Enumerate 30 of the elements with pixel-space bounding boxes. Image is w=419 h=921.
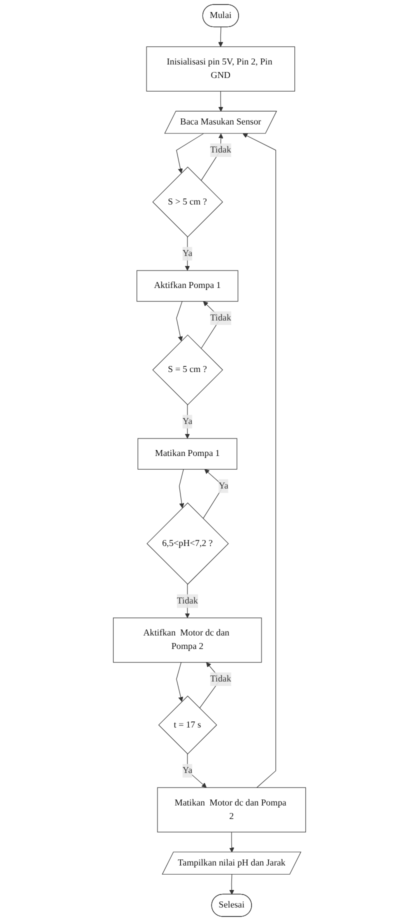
arrow — [176, 133, 204, 174]
edge-label: Tidak — [210, 313, 232, 323]
edge-label: Ya — [182, 248, 192, 258]
arrow — [184, 236, 190, 271]
node-box: Matikan Pompa 1 — [138, 438, 238, 470]
node-box: Inisialisasi pin 5V, Pin 2, Pin GND — [146, 46, 296, 92]
arrow — [184, 584, 190, 618]
edge-label: Ya — [218, 480, 228, 491]
arrow — [218, 90, 224, 112]
edge-label: Tidak — [176, 596, 198, 606]
node-box: Matikan Motor dc dan Pompa 2 — [157, 787, 306, 832]
arrow — [229, 832, 234, 853]
node-box: Aktifkan Motor dc dan Pompa 2 — [113, 618, 262, 663]
node-diamond: 6,5<pH<7,2 ? — [146, 502, 229, 585]
edge-label: Ya — [182, 416, 192, 426]
node-diamond: S > 5 cm ? — [152, 166, 224, 238]
arrow — [242, 133, 276, 788]
arrow — [184, 404, 190, 439]
node-diamond: S = 5 cm ? — [152, 334, 224, 406]
arrow — [218, 26, 224, 47]
node-diamond: t = 17 s — [158, 696, 218, 754]
edge-label: Tidak — [210, 674, 232, 684]
edge-label: Tidak — [210, 145, 232, 155]
arrow — [176, 662, 184, 702]
arrow — [178, 468, 184, 508]
arrow — [229, 874, 234, 895]
arrow — [200, 133, 224, 181]
arrow — [176, 301, 183, 342]
node-box: Aktifkan Pompa 1 — [136, 270, 238, 302]
edge-label: Ya — [182, 766, 192, 776]
